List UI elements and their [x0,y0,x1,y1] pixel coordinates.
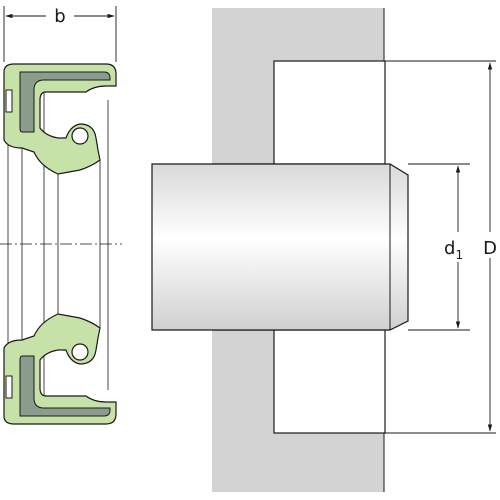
dimension-d1: d1 [408,163,472,331]
dimension-b-label: b [54,6,65,27]
garter-spring-lower [71,343,89,361]
shaft [151,163,409,331]
housing-bore-upper [273,60,386,165]
housing [212,8,386,492]
dimension-D: D [384,60,500,434]
seal-metal-case-lower [19,355,111,417]
dimension-b: b [3,4,117,62]
housing-bore-lower [273,329,386,434]
garter-spring-upper [71,127,89,145]
shaft-body [151,163,409,331]
dimension-D-label: D [483,238,497,259]
dimension-d1-label: d1 [444,238,463,262]
seal-metal-case-upper [19,71,111,133]
seal [0,63,122,425]
